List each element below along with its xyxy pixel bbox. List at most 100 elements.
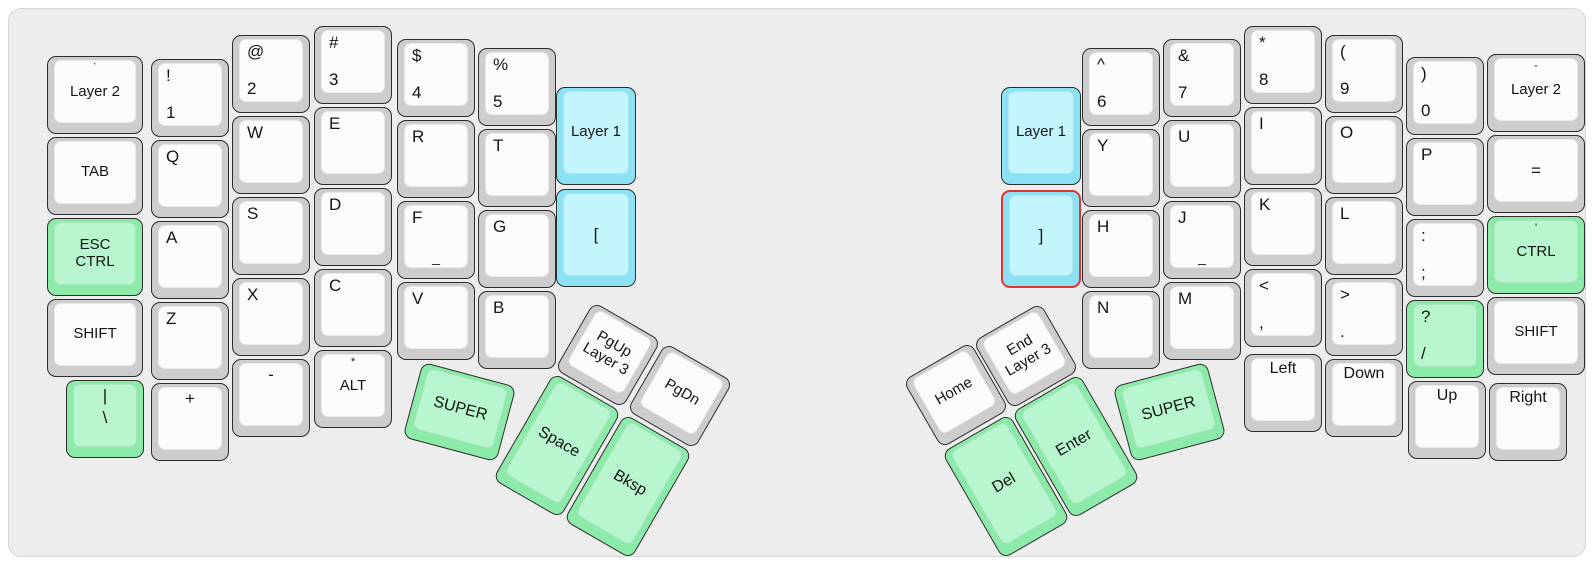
key-label: 4 [412, 83, 422, 102]
keytop: V [404, 286, 468, 349]
key-dash-layer2[interactable]: -Layer 2 [1487, 54, 1585, 132]
key-h[interactable]: H [1082, 210, 1160, 288]
key-l[interactable]: L [1325, 197, 1403, 275]
keytop: &7 [1170, 43, 1234, 106]
key-b[interactable]: B [478, 291, 556, 369]
key-left-bracket[interactable]: [ [556, 189, 636, 287]
key-y[interactable]: Y [1082, 129, 1160, 207]
key-w[interactable]: W [232, 116, 310, 194]
key-label: > [1340, 285, 1350, 304]
key-m[interactable]: M [1163, 282, 1241, 360]
key-9[interactable]: (9 [1325, 35, 1403, 113]
key-pipe-backslash[interactable]: |\ [66, 380, 144, 458]
key-1[interactable]: !1 [151, 59, 229, 137]
keytop: J_ [1170, 205, 1234, 268]
keytop: O [1332, 120, 1396, 183]
key-label: C [329, 276, 342, 295]
key-n[interactable]: N [1082, 291, 1160, 369]
key-c[interactable]: C [314, 269, 392, 347]
key-j[interactable]: J_ [1163, 201, 1241, 279]
key-a[interactable]: A [151, 221, 229, 299]
key-arrow-up[interactable]: Up [1408, 381, 1486, 459]
keytop: Layer 1 [563, 91, 629, 174]
key-arrow-down[interactable]: Down [1325, 359, 1403, 437]
key-shift-left[interactable]: SHIFT [47, 299, 143, 377]
key-q[interactable]: Q [151, 140, 229, 218]
key-shift-right[interactable]: SHIFT [1487, 297, 1585, 375]
key-6[interactable]: ^6 [1082, 48, 1160, 126]
key-t[interactable]: T [478, 129, 556, 207]
key-label: D [329, 195, 342, 214]
key-plus[interactable]: + [151, 383, 229, 461]
keytop: (9 [1332, 39, 1396, 102]
key-5[interactable]: %5 [478, 48, 556, 126]
key-k[interactable]: K [1244, 188, 1322, 266]
key-equals[interactable]: = [1487, 135, 1585, 213]
key-label: / [1421, 344, 1426, 363]
key-arrow-right[interactable]: Right [1489, 383, 1567, 461]
key-label: ' [1534, 222, 1538, 234]
keytop: !1 [158, 63, 222, 126]
key-label: ESC CTRL [75, 235, 115, 270]
key-4[interactable]: $4 [397, 39, 475, 117]
key-label: A [166, 228, 178, 247]
key-i[interactable]: I [1244, 107, 1322, 185]
keytop: + [158, 387, 222, 450]
key-g[interactable]: G [478, 210, 556, 288]
key-label: PgDn [661, 375, 703, 409]
key-label: _ [1198, 249, 1206, 266]
key-esc-ctrl[interactable]: ESC CTRL [47, 218, 143, 296]
key-right-bracket[interactable]: ] [1001, 190, 1081, 288]
keytop: Left [1251, 358, 1315, 421]
key-super-left[interactable]: SUPER [402, 361, 517, 463]
key-z[interactable]: Z [151, 302, 229, 380]
key-3[interactable]: #3 [314, 26, 392, 104]
key-o[interactable]: O [1325, 116, 1403, 194]
key-label: + [185, 389, 195, 408]
key-question-slash[interactable]: ?/ [1406, 300, 1484, 378]
keytop: *ALT [321, 354, 385, 417]
key-label: - [1534, 60, 1538, 72]
key-super-right[interactable]: SUPER [1112, 361, 1227, 463]
key-arrow-left[interactable]: Left [1244, 354, 1322, 432]
key-label: N [1097, 298, 1110, 317]
key-label: \ [102, 408, 108, 427]
key-label: Layer 1 [1015, 123, 1067, 141]
key-e[interactable]: E [314, 107, 392, 185]
key-s[interactable]: S [232, 197, 310, 275]
key-layer1-left[interactable]: Layer 1 [556, 87, 636, 185]
key-label: , [1259, 313, 1264, 332]
key-layer1-right[interactable]: Layer 1 [1001, 87, 1081, 185]
key-label: Q [166, 147, 180, 166]
keytop: S [239, 201, 303, 264]
key-semicolon[interactable]: :; [1406, 219, 1484, 297]
key-2[interactable]: @2 [232, 35, 310, 113]
key-r[interactable]: R [397, 120, 475, 198]
key-7[interactable]: &7 [1163, 39, 1241, 117]
key-f[interactable]: F_ [397, 201, 475, 279]
key-u[interactable]: U [1163, 120, 1241, 198]
keytop: PgDn [638, 349, 726, 437]
key-8[interactable]: *8 [1244, 26, 1322, 104]
key-grave-layer2[interactable]: `Layer 2 [47, 56, 143, 134]
key-0[interactable]: )0 [1406, 57, 1484, 135]
key-p[interactable]: P [1406, 138, 1484, 216]
key-v[interactable]: V [397, 282, 475, 360]
keytop: $4 [404, 43, 468, 106]
keytop: T [485, 133, 549, 196]
key-star-alt[interactable]: *ALT [314, 350, 392, 428]
key-x[interactable]: X [232, 278, 310, 356]
keytop: #3 [321, 30, 385, 93]
key-d[interactable]: D [314, 188, 392, 266]
key-quote-ctrl[interactable]: 'CTRL [1487, 216, 1585, 294]
key-label: Up [1436, 387, 1458, 404]
key-label: 7 [1178, 83, 1188, 102]
key-comma[interactable]: <, [1244, 269, 1322, 347]
key-period[interactable]: >. [1325, 278, 1403, 356]
keytop: Right [1496, 387, 1560, 450]
key-label: SUPER [1139, 392, 1198, 424]
key-minus[interactable]: - [232, 359, 310, 437]
key-tab[interactable]: TAB [47, 137, 143, 215]
